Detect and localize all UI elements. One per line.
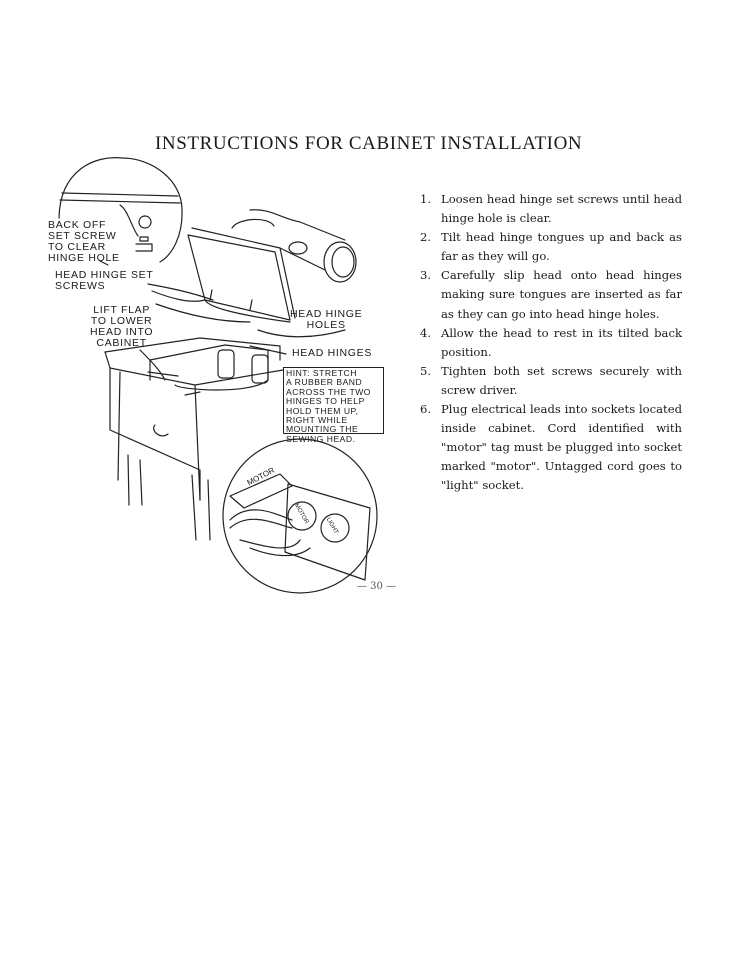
- page-number: — 30 —: [357, 581, 397, 592]
- step-text: Plug electrical leads into sockets locat…: [441, 402, 682, 493]
- step-number: 1.: [420, 192, 432, 206]
- step-item: 5. Tighten both set screws securely with …: [420, 362, 682, 400]
- step-item: 4. Allow the head to rest in its tilted b…: [420, 324, 682, 362]
- head-hinge-set-screws-label: HEAD HINGE SET SCREWS: [55, 269, 154, 292]
- step-number: 5.: [420, 363, 432, 378]
- head-hinge-holes-label: HEAD HINGE HOLES: [290, 308, 363, 331]
- step-text: Tilt head hinge tongues up and back as f…: [441, 230, 682, 264]
- hint-box: HINT: STRETCH A RUBBER BAND ACROSS THE T…: [283, 367, 384, 444]
- back-off-set-screw-label: BACK OFF SET SCREW TO CLEAR HINGE HOLE: [48, 219, 120, 264]
- step-number: 3.: [420, 268, 432, 283]
- lift-flap-label: LIFT FLAP TO LOWER HEAD INTO CABINET: [90, 304, 154, 349]
- step-item: 6. Plug electrical leads into sockets loc…: [420, 400, 682, 495]
- socket-detail-circle: [222, 438, 378, 594]
- step-text: Loosen head hinge set screws until head …: [441, 192, 682, 226]
- label-leader-lines: [99, 260, 346, 381]
- installation-steps-list: 1. Loosen head hinge set screws until hea…: [420, 190, 682, 496]
- head-hinges-label: HEAD HINGES: [292, 347, 373, 359]
- step-text: Allow the head to rest in its tilted bac…: [441, 325, 682, 359]
- cabinet-drawing: [104, 337, 284, 541]
- step-text: Carefully slip head onto head hinges mak…: [441, 268, 682, 321]
- step-item: 1. Loosen head hinge set screws until hea…: [420, 190, 682, 228]
- step-text: Tighten both set screws securely with sc…: [441, 363, 682, 397]
- step-number: 4.: [420, 325, 432, 340]
- step-item: 2. Tilt head hinge tongues up and back as…: [420, 228, 682, 266]
- step-number: 6.: [420, 402, 432, 417]
- step-number: 2.: [420, 230, 432, 245]
- sewing-head-drawing: [187, 209, 357, 323]
- page-title: INSTRUCTIONS FOR CABINET INSTALLATION: [155, 133, 583, 154]
- step-item: 3. Carefully slip head onto head hinges m…: [420, 266, 682, 323]
- set-screw-detail-circle: [58, 157, 183, 263]
